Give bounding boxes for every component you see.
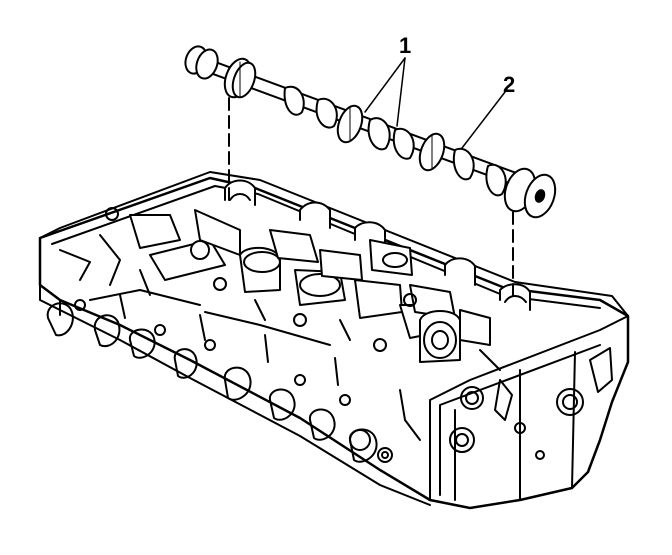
callout-1: 1 [399,33,412,58]
alignment-dashed-line [228,97,514,301]
cylinder-head-illustration [38,171,630,510]
callout-2: 2 [503,72,516,97]
camshaft-illustration [184,45,557,219]
leader-line [364,57,506,149]
